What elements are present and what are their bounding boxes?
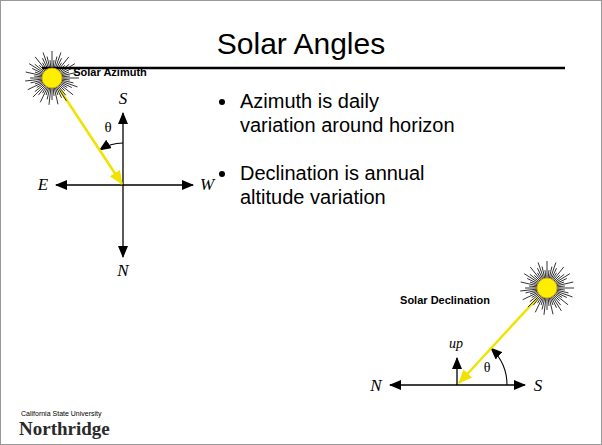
compass-label: N: [117, 261, 128, 281]
sun-ray-arrow: [60, 90, 122, 184]
bullet-text: Azimuth is daily variation around horizo…: [240, 89, 458, 137]
sun-disc: [42, 68, 62, 88]
sun-ray: [530, 274, 539, 281]
sun-ray: [541, 297, 544, 305]
sun-ray: [528, 295, 540, 307]
sun-ray: [548, 298, 550, 306]
sun-ray: [61, 81, 77, 87]
axis-arrow: [123, 184, 193, 185]
slide-title: Solar Angles: [217, 27, 385, 61]
compass-label: S: [534, 376, 543, 396]
compass-label: E: [38, 175, 48, 195]
sun-ray: [526, 290, 538, 293]
sun-ray: [54, 57, 57, 69]
sun-ray: [556, 291, 572, 297]
sun-ray: [521, 282, 538, 286]
sun-ray: [62, 75, 70, 77]
sun-ray: [40, 87, 47, 102]
axis-arrow: [390, 384, 457, 385]
sun-disc: [537, 278, 557, 298]
axis-arrow: [457, 384, 525, 385]
sun-ray: [557, 288, 574, 289]
sun-ray: [25, 79, 42, 81]
sun-ray: [525, 288, 537, 289]
sun-ray: [555, 274, 569, 283]
angle-symbol: θ: [484, 360, 491, 376]
sun-ray: [62, 78, 79, 79]
sun-ray: [535, 297, 542, 312]
angle-arc: [100, 143, 123, 150]
sun-ray: [542, 298, 545, 310]
sun-ray: [49, 60, 51, 68]
sun-ray: [35, 57, 46, 70]
bullet-dot: [219, 171, 225, 177]
axis-arrow: [56, 184, 123, 185]
sun-icon: [520, 261, 574, 315]
sun-ray: [547, 298, 548, 310]
axis-arrow: [122, 113, 123, 185]
sun-icon: [25, 51, 79, 105]
azimuth-figure: [25, 51, 193, 257]
sun-ray: [557, 290, 569, 293]
figure-title: Solar Declination: [400, 294, 490, 307]
sun-ray: [520, 289, 537, 291]
sun-ray: [557, 285, 565, 287]
compass-label: N: [370, 376, 381, 396]
logo-text: California State University: [21, 410, 102, 418]
sun-ray: [530, 267, 541, 280]
axis-arrow: [122, 185, 123, 257]
sun-ray: [544, 270, 546, 278]
sun-ray: [52, 88, 53, 100]
sun-ray: [26, 72, 43, 76]
compass-label: S: [119, 89, 128, 109]
axis-label: up: [449, 336, 463, 352]
sun-ray: [30, 78, 42, 79]
sun-ray: [552, 296, 561, 310]
sun-ray: [46, 87, 49, 95]
bullet-text: Declination is annual altitude variation: [240, 161, 458, 209]
sun-ray: [542, 267, 545, 279]
axis-arrow: [456, 358, 457, 385]
sun-ray: [54, 88, 58, 105]
sun-ray: [53, 88, 55, 96]
angle-arc: [491, 348, 507, 385]
sun-ray: [35, 72, 43, 75]
bullet-dot: [219, 99, 225, 105]
sun-ray: [549, 298, 553, 315]
sun-ray: [547, 261, 548, 278]
sun-ray: [550, 263, 556, 279]
compass-label: W: [200, 175, 214, 195]
sun-ray: [35, 64, 44, 71]
logo-wordmark: Northridge: [19, 418, 110, 440]
sun-ray: [47, 88, 50, 100]
declination-figure: [390, 261, 574, 385]
sun-ray: [55, 53, 61, 69]
sun-ray: [33, 85, 45, 97]
sun-ray: [549, 267, 552, 279]
sun-ray: [47, 57, 50, 69]
sun-ray: [530, 282, 538, 285]
sun-ray-arrow: [459, 298, 538, 383]
sun-ray: [557, 282, 574, 286]
sun-ray: [57, 86, 66, 100]
figure-title: Solar Azimuth: [73, 66, 147, 79]
sun-ray: [31, 80, 43, 83]
sun-ray: [60, 64, 74, 73]
sun-ray: [52, 51, 53, 68]
angle-symbol: θ: [104, 119, 111, 136]
sun-ray: [62, 80, 74, 83]
